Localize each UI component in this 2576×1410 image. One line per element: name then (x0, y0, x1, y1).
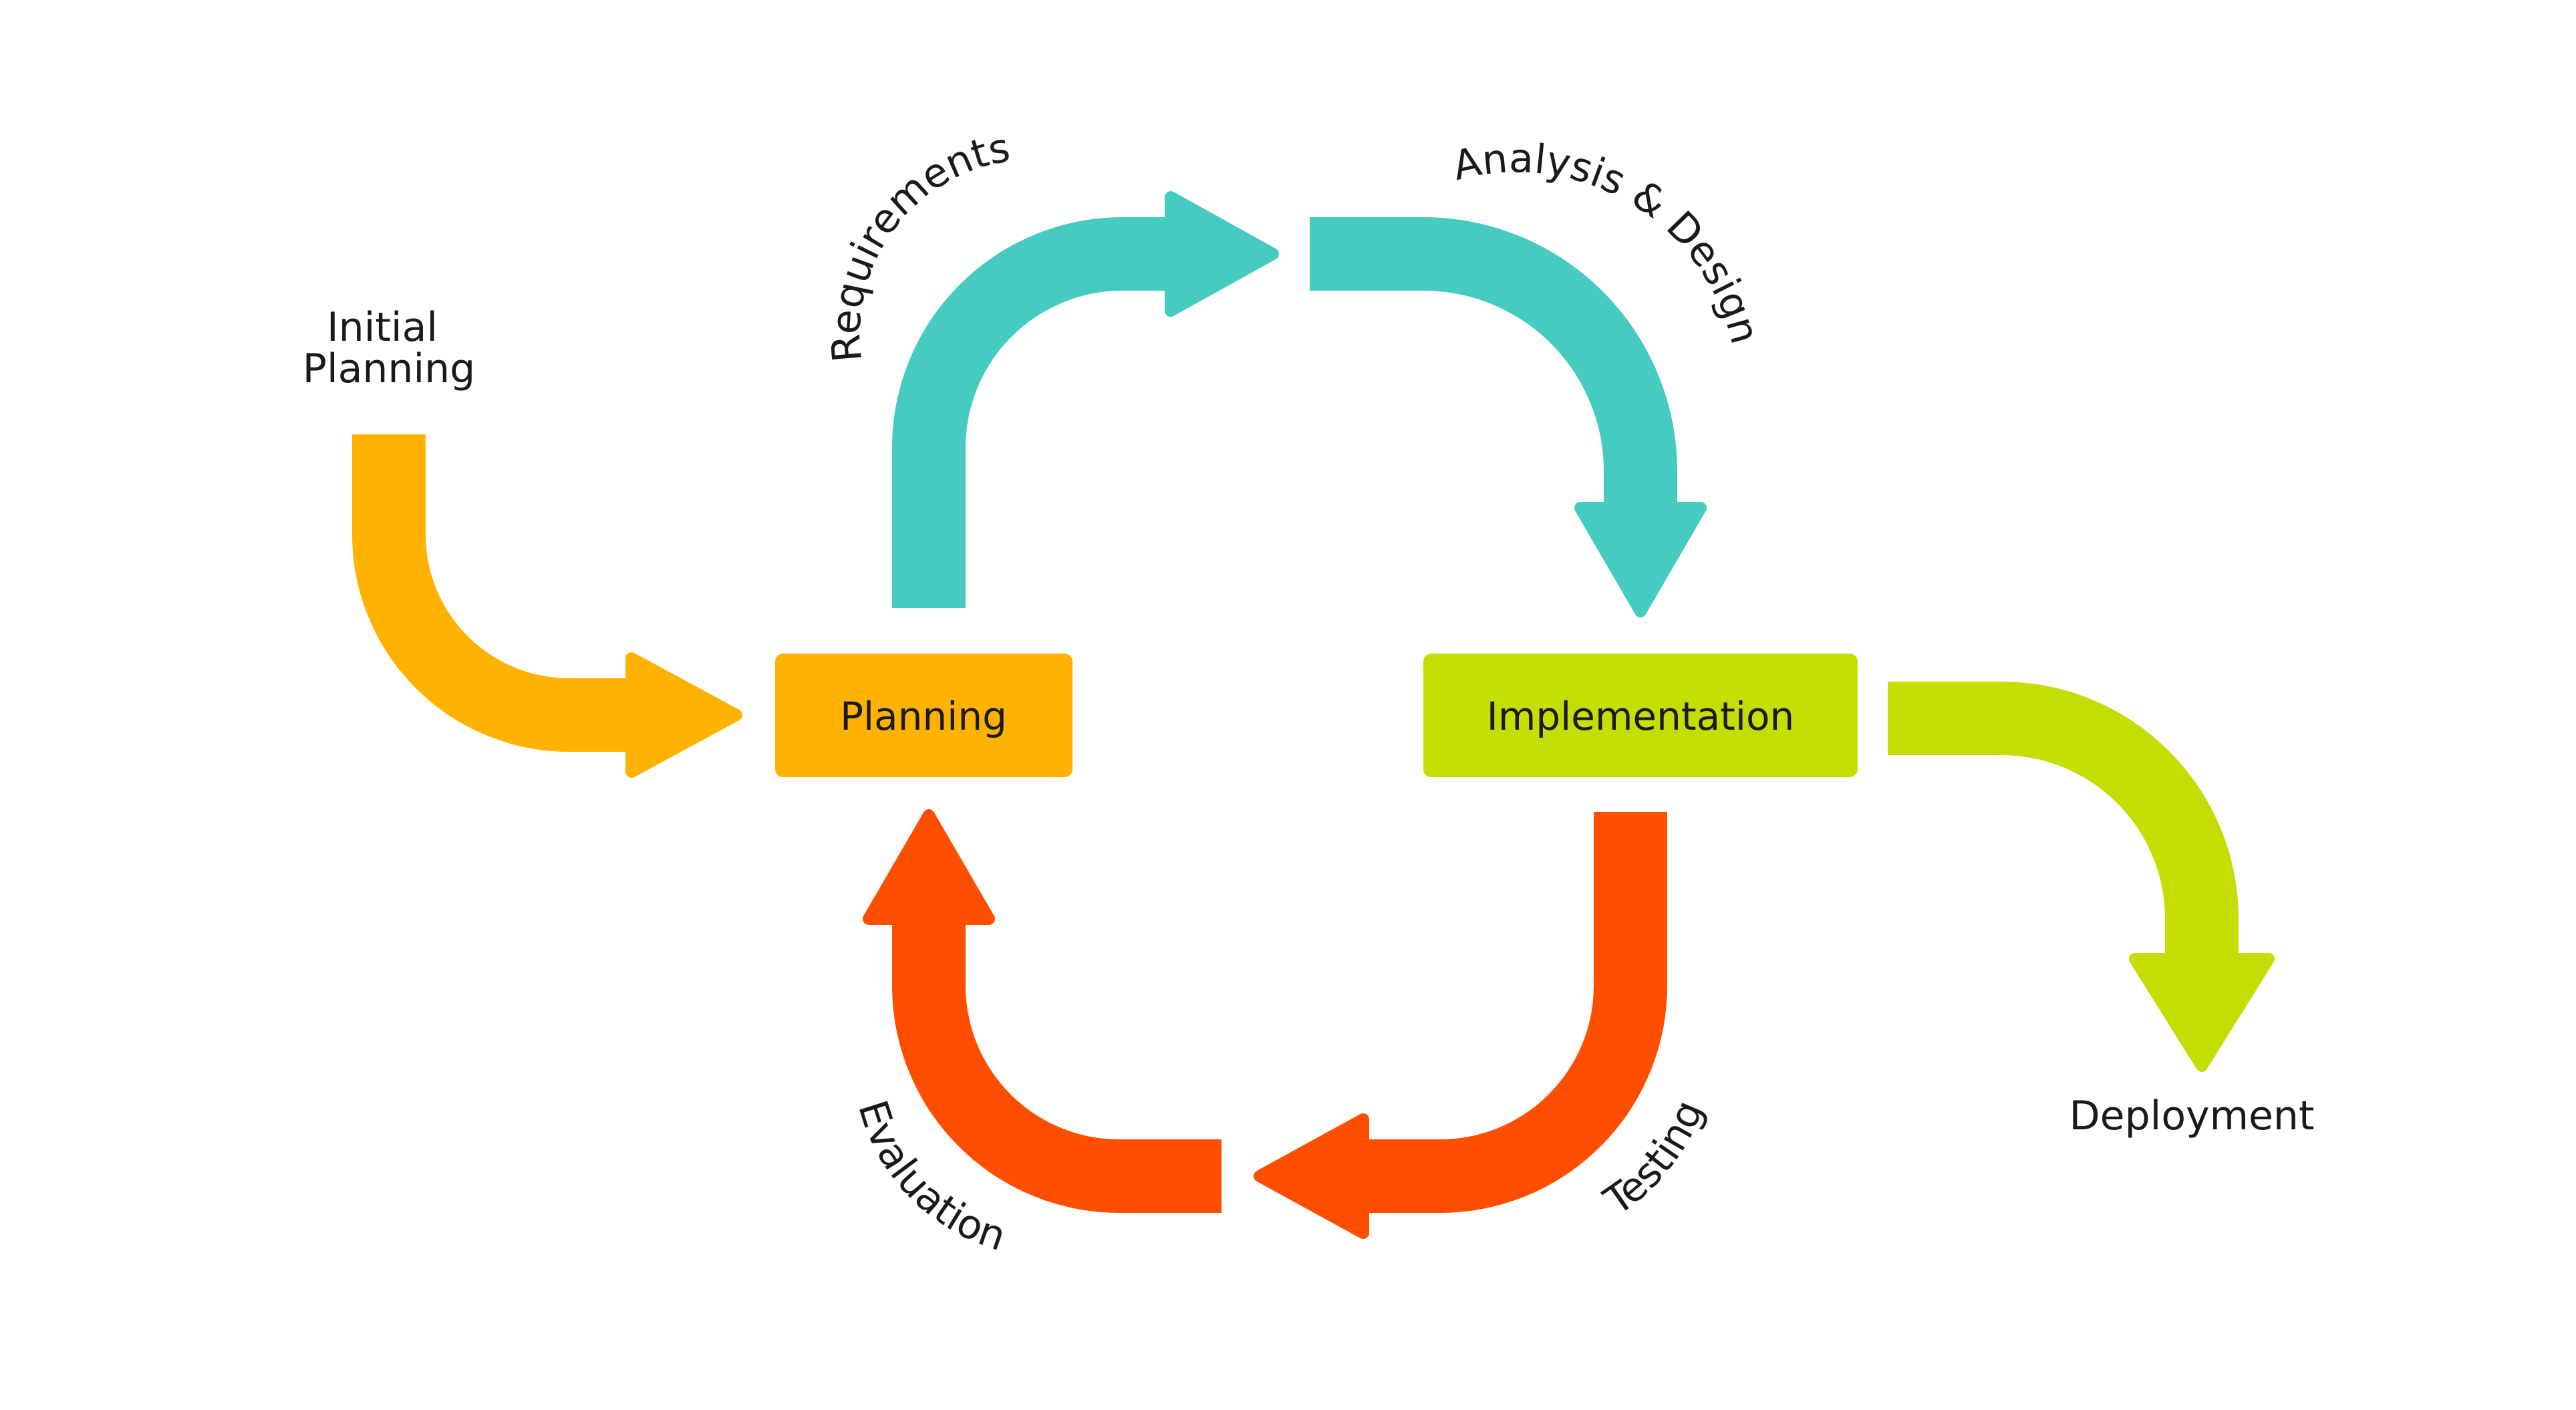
testing-arrow (1254, 812, 1667, 1239)
deployment-arrow-shaft (1888, 682, 2239, 966)
deployment-label: Deployment (2069, 1093, 2314, 1139)
planning-box-label: Planning (840, 694, 1007, 739)
initial-planning-arrow-head (625, 652, 742, 778)
analysis-design-arrow-head (1574, 502, 1707, 617)
requirements-arrow-shaft (892, 217, 1176, 608)
evaluation-arrow-shaft (892, 912, 1222, 1213)
planning-box: Planning (775, 654, 1072, 777)
initial-planning-label-line1: Initial (327, 304, 438, 351)
testing-arrow-shaft (1356, 812, 1667, 1213)
deployment-arrow (1888, 682, 2275, 1072)
analysis-design-arrow (1310, 217, 1707, 617)
testing-arrow-head (1254, 1113, 1369, 1239)
initial-planning-arrow (352, 434, 742, 778)
evaluation-arrow-head (863, 809, 995, 925)
initial-planning-label-line2: Planning (303, 345, 475, 392)
evaluation-arrow (863, 809, 1222, 1213)
requirements-arrow (892, 191, 1279, 608)
analysis-design-arrow-shaft (1310, 217, 1677, 515)
initial-planning-arrow-shaft (352, 434, 641, 752)
implementation-box: Implementation (1423, 654, 1858, 777)
requirements-arrow-head (1165, 191, 1279, 317)
implementation-box-label: Implementation (1487, 694, 1795, 739)
deployment-arrow-head (2129, 953, 2275, 1072)
